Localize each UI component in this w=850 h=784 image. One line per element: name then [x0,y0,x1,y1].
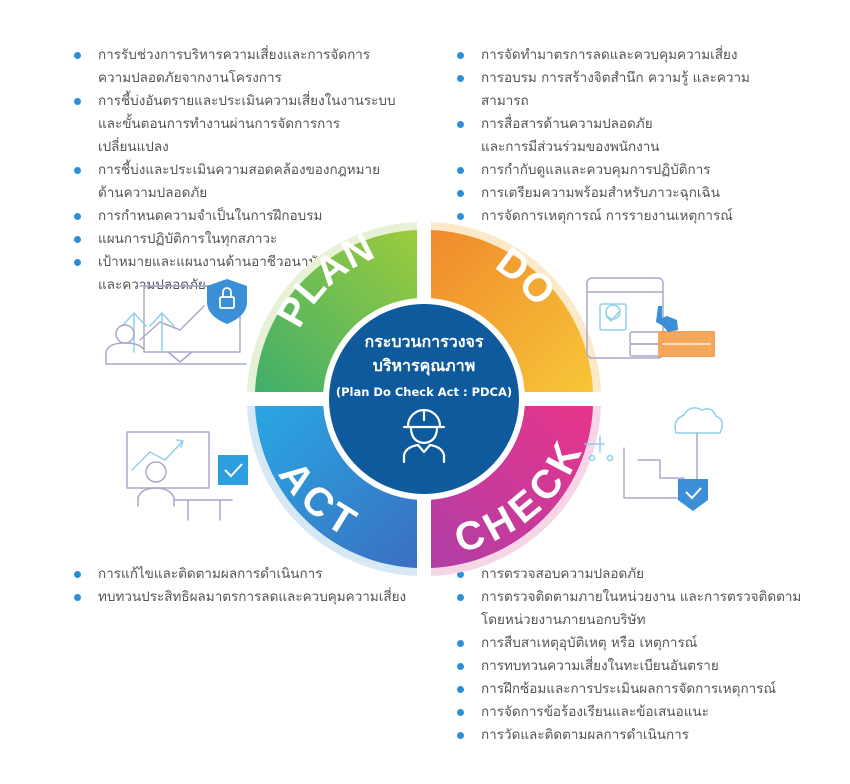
act-item: การแก้ไขและติดตามผลการดำเนินการ [74,563,414,586]
do-item: การสื่อสารด้านความปลอดภัย [457,113,797,136]
plan-item-continued: ความปลอดภัยจากงานโครงการ [98,70,282,86]
check-item-continued: โดยหน่วยงานภายนอกบริษัท [481,612,646,628]
center-title-line2: บริหารคุณภาพ [373,356,476,376]
presentation-shield-lock-icon [105,285,247,365]
meeting-checkmark-icon [126,431,233,521]
shield-check-icon [678,479,708,511]
do-item: การอบรม การสร้างจิตสำนึก ความรู้ และความ… [457,67,797,113]
center-circle [329,304,519,494]
cloud-flowchart-check-icon [584,407,723,499]
plan-item: การรับช่วงการบริหารความเสี่ยงและการจัดกา… [74,44,404,67]
check-item: การทบทวนความเสี่ยงในทะเบียนอันตราย [457,655,802,678]
check-item: การวัดและติดตามผลการดำเนินการ [457,724,802,747]
check-item: การตรวจสอบความปลอดภัย [457,563,802,586]
do-item: การจัดทำมาตรการลดและควบคุมความเสี่ยง [457,44,797,67]
plan-list: การรับช่วงการบริหารความเสี่ยงและการจัดกา… [74,44,404,297]
do-item-continued: และการมีส่วนร่วมของพนักงาน [481,139,660,155]
check-item: การจัดการข้อร้องเรียนและข้อเสนอแนะ [457,701,802,724]
plan-item: เป้าหมายและแผนงานด้านอาชีวอนามัย [74,251,404,274]
do-item: การกำกับดูแลและควบคุมการปฏิบัติการ [457,159,797,182]
plan-item: แผนการปฏิบัติการในทุกสภาวะ [74,228,404,251]
checkbox-icon [218,455,248,485]
plan-item-continued: และความปลอดภัย [98,277,206,293]
plan-item-continued: ด้านความปลอดภัย [98,185,208,201]
check-item: การฝึกซ้อมและการประเมินผลการจัดการเหตุกา… [457,678,802,701]
plan-item: การชี้บ่งอันตรายและประเมินความเสี่ยงในงา… [74,90,404,113]
do-item: การเตรียมความพร้อมสำหรับภาวะฉุกเฉิน [457,182,797,205]
plan-item: การชี้บ่งและประเมินความสอดคล้องของกฎหมาย [74,159,404,182]
plan-item: การกำหนดความจำเป็นในการฝึกอบรม [74,205,404,228]
center-subtitle: (Plan Do Check Act : PDCA) [336,385,512,399]
check-item: การตรวจติดตามภายในหน่วยงาน และการตรวจติด… [457,586,802,609]
hand-pointer-icon [656,306,678,332]
act-item: ทบทวนประสิทธิผลมาตรการลดและควบคุมความเสี… [74,586,414,609]
act-list: การแก้ไขและติดตามผลการดำเนินการ ทบทวนประ… [74,563,414,609]
check-item: การสืบสาเหตุอุบัติเหตุ หรือ เหตุการณ์ [457,632,802,655]
do-item: การจัดการเหตุการณ์ การรายงานเหตุการณ์ [457,205,797,228]
shield-lock-icon [207,279,247,324]
center-title-line1: กระบวนการวงจร [365,332,484,351]
safety-worker-icon [402,408,446,464]
plan-item-continued: และขั้นตอนการทำงานผ่านการจัดการการเปลี่ย… [98,116,341,155]
do-list: การจัดทำมาตรการลดและควบคุมความเสี่ยง การ… [457,44,797,228]
check-list: การตรวจสอบความปลอดภัย การตรวจติดตามภายใน… [457,563,802,747]
